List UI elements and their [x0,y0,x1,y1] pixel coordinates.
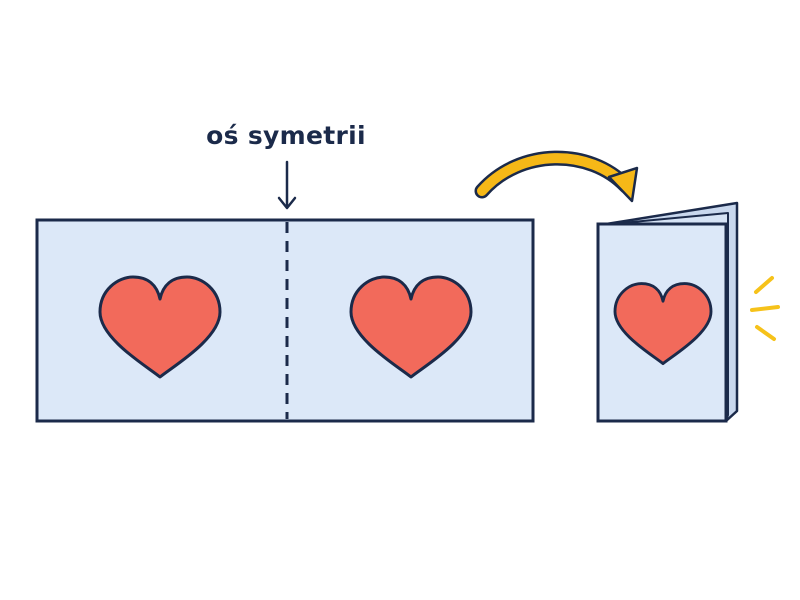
sparkle-icon [750,276,780,341]
axis-of-symmetry-label: oś symetrii [206,121,366,150]
left-heart-icon [98,275,222,379]
right-heart-icon [349,275,473,379]
curved-arrow-icon [474,150,639,203]
folded-card [596,201,739,423]
card-heart-icon [613,282,713,366]
axis-pointer-arrow [277,160,297,210]
